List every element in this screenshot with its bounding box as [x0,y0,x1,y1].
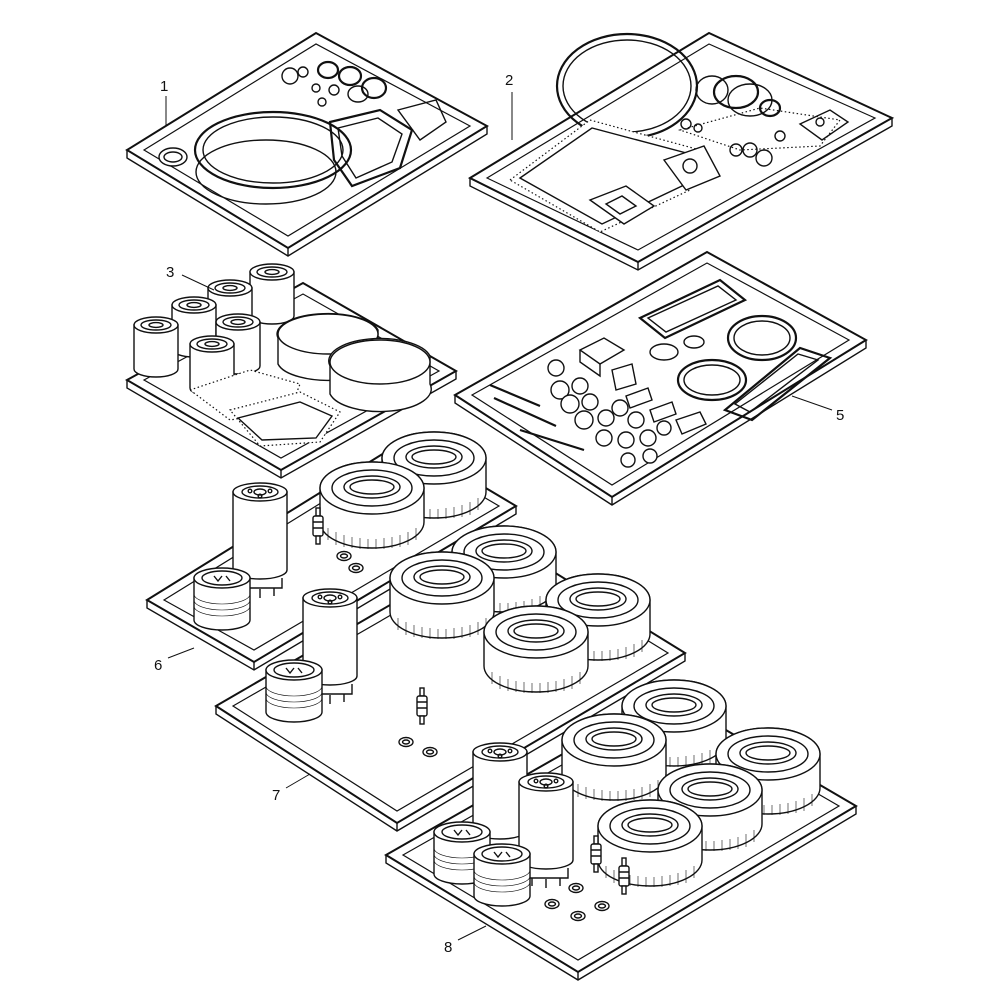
callout-1: 1 [160,78,168,126]
callout-label-3: 3 [166,264,174,281]
callout-8: 8 [444,925,487,956]
tray-7-filter-kit [214,525,687,832]
callout-7: 7 [272,773,311,804]
callout-6: 6 [154,647,195,674]
callout-label-6: 6 [154,657,162,674]
callout-5: 5 [791,395,844,424]
callout-2: 2 [505,72,513,140]
callout-label-2: 2 [505,72,513,89]
callout-label-5: 5 [836,407,844,424]
tray-8-filter-kit [384,679,858,981]
callout-label-7: 7 [272,787,280,804]
callout-label-8: 8 [444,939,452,956]
callout-label-1: 1 [160,78,168,95]
tray-6-filter-kit [145,431,518,671]
tray-3-filter-set [124,263,459,479]
callout-3: 3 [166,264,215,291]
tray-2-gasket-set [467,31,895,271]
tray-5-seal-set [453,250,868,506]
tray-1-gasket-set [125,31,489,257]
